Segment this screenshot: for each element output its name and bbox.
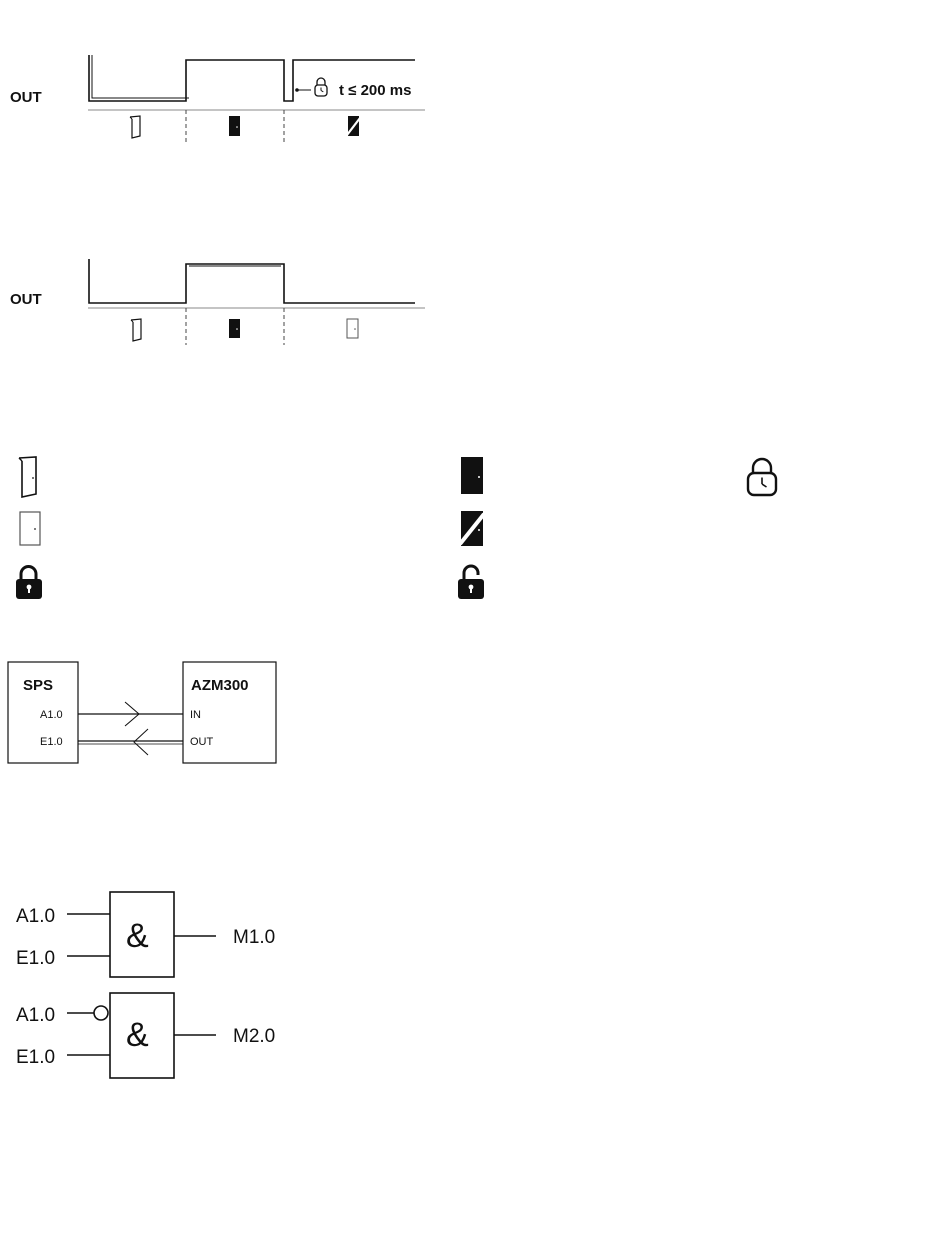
door-closed-locked-icon [347, 116, 360, 136]
sps-title: SPS [23, 677, 53, 694]
padlock-closed-icon [16, 567, 42, 600]
gate2-input-e: E1.0 [16, 1047, 55, 1068]
and-operator-1: & [126, 917, 149, 955]
azm300-pin-in: IN [190, 709, 201, 721]
sps-pin-a1: A1.0 [40, 709, 63, 721]
door-open-icon [19, 457, 36, 497]
inverter-bubble [94, 1006, 108, 1020]
door-outline-icon [347, 319, 358, 338]
lock-timer-icon [315, 78, 327, 96]
gate2-output: M2.0 [233, 1026, 275, 1047]
door-outline-icon [20, 512, 40, 545]
logic-gate-2: A1.0 E1.0 & M2.0 [16, 993, 275, 1078]
arrow-left-icon [134, 729, 148, 755]
waveform-1-shadow [92, 55, 189, 98]
door-open-icon [130, 116, 140, 138]
padlock-open-icon [458, 566, 484, 599]
door-locked-diagonal-icon [460, 511, 484, 546]
gate1-input-a: A1.0 [16, 906, 55, 927]
gate1-input-e: E1.0 [16, 948, 55, 969]
and-operator-2: & [126, 1016, 149, 1054]
door-open-icon [131, 319, 141, 341]
timing-diagram-2: OUT [10, 259, 425, 345]
legend [16, 457, 776, 599]
door-closed-icon [229, 319, 240, 338]
lock-timer-icon [748, 459, 776, 495]
door-closed-icon [461, 457, 483, 494]
gate2-input-a: A1.0 [16, 1005, 55, 1026]
logic-gate-1: A1.0 E1.0 & M1.0 [16, 892, 275, 977]
wiring-diagram: SPS A1.0 E1.0 AZM300 IN OUT [8, 662, 276, 763]
azm300-title: AZM300 [191, 677, 249, 694]
door-closed-icon [229, 116, 240, 136]
sps-pin-e1: E1.0 [40, 736, 63, 748]
timing-note: t ≤ 200 ms [339, 82, 411, 99]
gate1-output: M1.0 [233, 927, 275, 948]
signal-label-out-2: OUT [10, 291, 42, 308]
timing-diagram-1: OUT t ≤ 200 ms [10, 55, 425, 142]
signal-label-out-1: OUT [10, 89, 42, 106]
azm300-pin-out: OUT [190, 736, 214, 748]
